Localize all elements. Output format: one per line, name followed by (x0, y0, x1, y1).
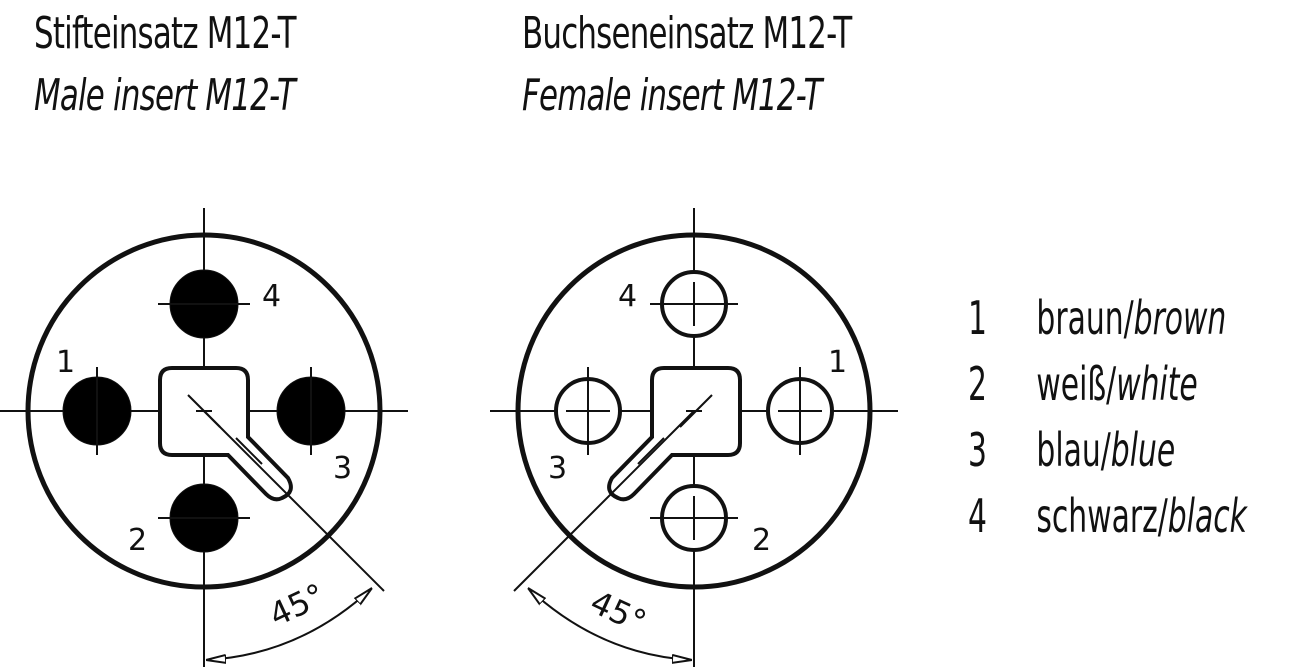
male-title-en: Male insert M12-T (34, 70, 296, 121)
female-angle-label: 45° (585, 583, 652, 641)
female-coding-key (607, 366, 742, 502)
svg-text:3: 3 (548, 451, 567, 486)
svg-text:2: 2 (128, 523, 147, 558)
male-insert (0, 208, 408, 667)
female-title-en: Female insert M12-T (522, 70, 822, 121)
svg-text:4: 4 (618, 279, 637, 314)
female-insert (490, 208, 898, 667)
svg-text:1: 1 (828, 345, 847, 380)
svg-text:1: 1 (56, 345, 75, 380)
svg-text:3: 3 (333, 451, 352, 486)
svg-text:4: 4 (262, 279, 281, 314)
svg-text:2: 2 (752, 523, 771, 558)
male-title-de: Stifteinsatz M12-T (34, 8, 296, 59)
female-title-de: Buchseneinsatz M12-T (522, 8, 852, 59)
